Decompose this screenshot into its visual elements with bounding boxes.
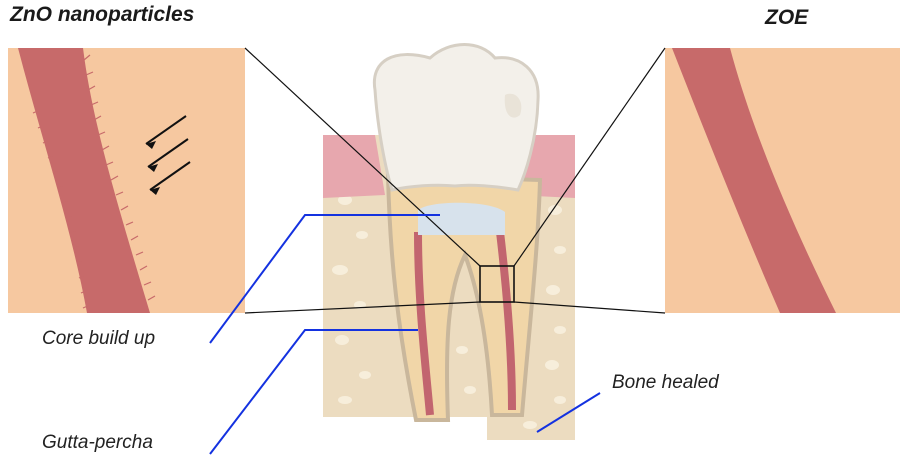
- left-magnified-panel: [8, 48, 245, 313]
- core-build-up: [418, 203, 505, 235]
- right-magnified-panel: [665, 48, 900, 313]
- tooth-illustration: [323, 45, 575, 441]
- bone-healed-label: Bone healed: [612, 372, 719, 394]
- gutta-percha-label: Gutta-percha: [42, 432, 153, 454]
- left-gum: [323, 135, 385, 198]
- core-build-up-label: Core build up: [42, 328, 155, 350]
